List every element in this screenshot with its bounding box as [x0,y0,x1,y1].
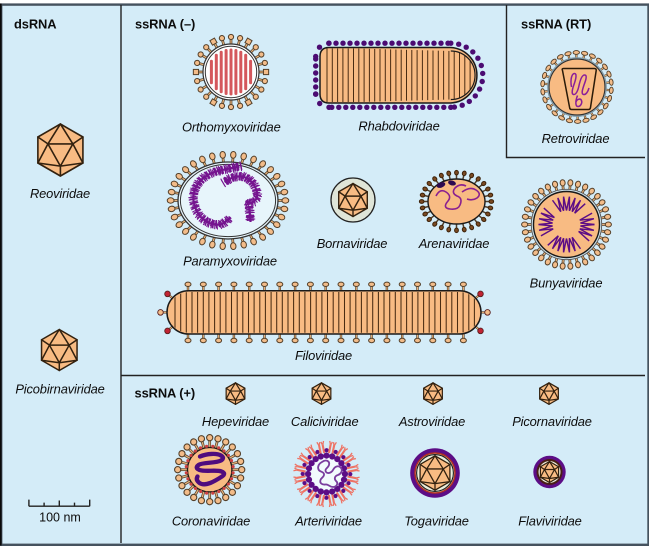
svg-text:Picornaviridae: Picornaviridae [512,414,592,429]
svg-text:Reoviridae: Reoviridae [30,186,90,201]
svg-text:Arenaviridae: Arenaviridae [418,236,490,251]
svg-text:Paramyxoviridae: Paramyxoviridae [183,254,277,269]
svg-text:Retroviridae: Retroviridae [542,131,610,146]
svg-text:Astroviridae: Astroviridae [398,414,465,429]
svg-text:Picobirnaviridae: Picobirnaviridae [15,382,104,397]
svg-text:Filoviridae: Filoviridae [295,348,352,363]
svg-text:ssRNA (–): ssRNA (–) [135,17,195,32]
svg-text:Arteriviridae: Arteriviridae [294,513,362,528]
svg-text:Togaviridae: Togaviridae [404,513,469,528]
svg-text:Caliciviridae: Caliciviridae [291,414,359,429]
svg-text:100 nm: 100 nm [39,511,81,525]
svg-text:Rhabdoviridae: Rhabdoviridae [358,119,439,134]
svg-text:ssRNA (RT): ssRNA (RT) [521,17,591,32]
svg-text:Orthomyxoviridae: Orthomyxoviridae [182,120,281,135]
svg-text:Flaviviridae: Flaviviridae [518,513,581,528]
svg-text:ssRNA (+): ssRNA (+) [135,386,196,401]
svg-text:dsRNA: dsRNA [14,17,56,32]
svg-text:Bunyaviridae: Bunyaviridae [530,276,603,291]
svg-text:Hepeviridae: Hepeviridae [202,414,269,429]
svg-text:Coronaviridae: Coronaviridae [172,513,250,528]
svg-text:Bornaviridae: Bornaviridae [317,236,388,251]
